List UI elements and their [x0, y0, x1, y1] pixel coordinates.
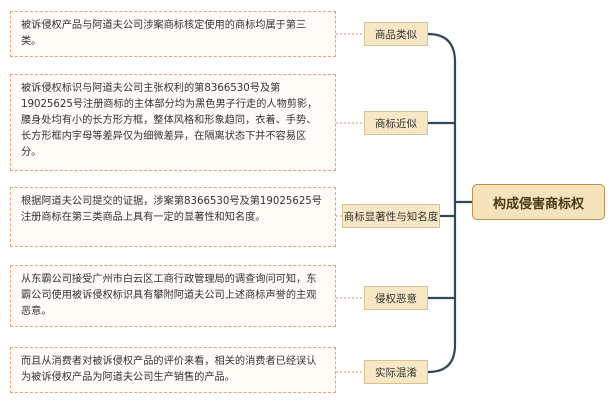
tag-label: 侵权恶意 — [375, 292, 417, 305]
connector-branch-3 — [442, 202, 472, 216]
note-distinctiveness: 根据阿道夫公司提交的证据，涉案第8366530号及第19025625号注册商标在… — [10, 187, 336, 247]
tag-product-similarity: 商品类似 — [364, 22, 428, 46]
tag-label: 商标显著性与知名度 — [343, 210, 439, 223]
connector-trunk — [427, 32, 457, 374]
tag-actual-confusion: 实际混淆 — [364, 360, 428, 384]
tag-label: 实际混淆 — [375, 366, 417, 379]
root-node: 构成侵害商标权 — [472, 184, 605, 220]
note-text: 而且从消费者对被诉侵权产品的评价来看，相关的消费者已经误认为被诉侵权产品为阿道夫… — [21, 356, 317, 383]
tag-malicious-intent: 侵权恶意 — [364, 286, 428, 310]
note-text: 被诉侵权标识与阿道夫公司主张权利的第8366530号及第19025625号注册商… — [21, 83, 318, 158]
tag-label: 商品类似 — [375, 28, 417, 41]
note-product-similarity: 被诉侵权产品与阿道夫公司涉案商标核定使用的商标均属于第三类。 — [10, 11, 336, 57]
note-mark-similarity: 被诉侵权标识与阿道夫公司主张权利的第8366530号及第19025625号注册商… — [10, 74, 336, 171]
note-malicious-intent: 从东霸公司接受广州市白云区工商行政管理局的调查询问可知，东霸公司使用被诉侵权标识… — [10, 265, 336, 327]
note-text: 根据阿道夫公司提交的证据，涉案第8366530号及第19025625号注册商标在… — [21, 196, 322, 223]
note-text: 被诉侵权产品与阿道夫公司涉案商标核定使用的商标均属于第三类。 — [21, 20, 307, 47]
tag-label: 商标近似 — [375, 117, 417, 130]
tag-mark-similarity: 商标近似 — [364, 111, 428, 135]
note-text: 从东霸公司接受广州市白云区工商行政管理局的调查询问可知，东霸公司使用被诉侵权标识… — [21, 274, 317, 317]
note-actual-confusion: 而且从消费者对被诉侵权产品的评价来看，相关的消费者已经误认为被诉侵权产品为阿道夫… — [10, 347, 336, 393]
root-label: 构成侵害商标权 — [492, 196, 584, 212]
tag-distinctiveness: 商标显著性与知名度 — [342, 204, 440, 228]
